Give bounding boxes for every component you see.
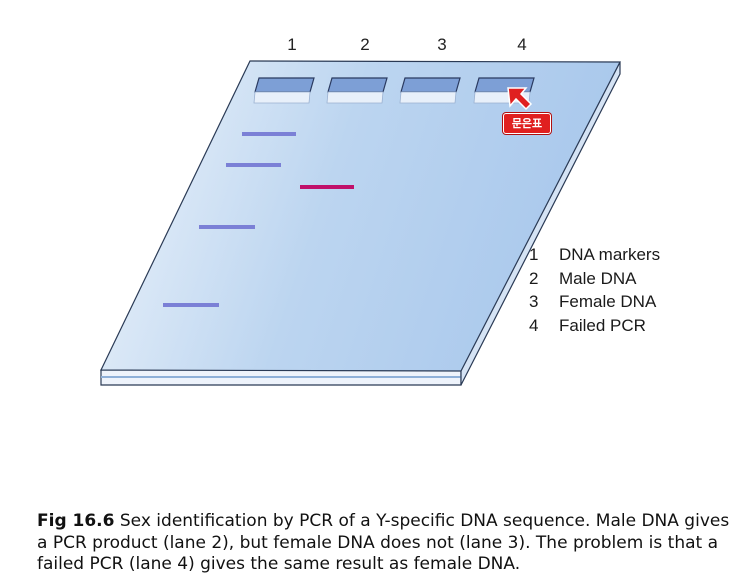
lane-number-1: 1 xyxy=(287,35,296,54)
lane-legend: 1 DNA markers 2 Male DNA 3 Female DNA 4 … xyxy=(529,243,660,337)
lane-number-4: 4 xyxy=(517,35,526,54)
male-pcr-band xyxy=(300,185,354,189)
marker-band-3 xyxy=(199,225,255,229)
well-1 xyxy=(254,78,314,103)
marker-band-2 xyxy=(226,163,281,167)
figure-label: Fig 16.6 xyxy=(37,511,114,531)
legend-number: 4 xyxy=(529,314,559,338)
caption-text: Sex identification by PCR of a Y-specifi… xyxy=(37,511,729,574)
legend-label: Female DNA xyxy=(559,290,656,314)
well-2 xyxy=(327,78,387,103)
figure-caption: Fig 16.6 Sex identification by PCR of a … xyxy=(37,511,742,576)
legend-label: DNA markers xyxy=(559,243,660,267)
legend-number: 1 xyxy=(529,243,559,267)
legend-item-2: 2 Male DNA xyxy=(529,267,660,291)
well-3 xyxy=(400,78,460,103)
legend-label: Failed PCR xyxy=(559,314,646,338)
marker-band-4 xyxy=(163,303,219,307)
legend-item-4: 4 Failed PCR xyxy=(529,314,660,338)
marker-band-1 xyxy=(242,132,296,136)
legend-item-3: 3 Female DNA xyxy=(529,290,660,314)
legend-number: 3 xyxy=(529,290,559,314)
lane-number-2: 2 xyxy=(360,35,369,54)
legend-number: 2 xyxy=(529,267,559,291)
legend-item-1: 1 DNA markers xyxy=(529,243,660,267)
lane-number-3: 3 xyxy=(437,35,446,54)
legend-label: Male DNA xyxy=(559,267,636,291)
cursor-badge: 문은표 xyxy=(503,113,551,134)
